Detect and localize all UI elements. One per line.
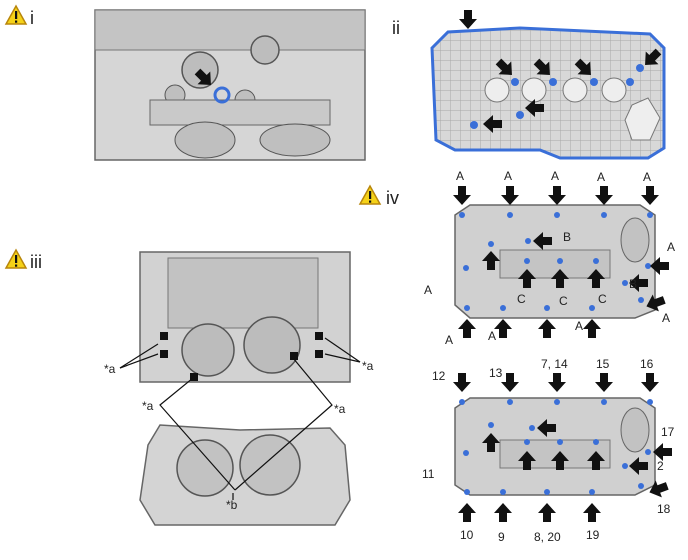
callout-7-14: 7, 14: [541, 357, 568, 371]
highlighted-bolt: [213, 86, 231, 104]
callout-upper-a: A: [488, 329, 496, 343]
timing-cover-illustration: [119, 251, 361, 526]
callout-upper-a: A: [551, 169, 559, 183]
engine-front-illustration: [94, 9, 366, 161]
arrow-icon: [459, 10, 477, 29]
cylinder-head-cover-illustration: [430, 10, 666, 160]
callout-upper-a: A: [597, 170, 605, 184]
callout-upper-a: A: [424, 283, 432, 297]
panel-label-iv: iv: [386, 188, 399, 208]
callout-upper-a: A: [575, 319, 583, 333]
callout-upper-b: B: [629, 277, 637, 291]
callouts-upper: A A A A A A A A A A A B B C C C: [424, 169, 675, 347]
panel-label-i: i: [30, 8, 34, 28]
callout-upper-a: A: [662, 311, 670, 325]
callout-upper-c: C: [559, 294, 568, 308]
callout-upper-c: C: [598, 292, 607, 306]
warning-icon: [5, 249, 27, 269]
panel-label-ii: ii: [392, 18, 400, 38]
callouts-lower: 12 13 7, 14 15 16 17 2 11 18 10 9 8, 20 …: [422, 357, 675, 544]
callout-2: 2: [657, 459, 664, 473]
callout-10: 10: [460, 528, 474, 542]
callout-15: 15: [596, 357, 610, 371]
callout-a-lower-left: *a: [142, 399, 154, 413]
callout-upper-a: A: [445, 333, 453, 347]
callout-19: 19: [586, 528, 600, 542]
callout-9: 9: [498, 530, 505, 544]
callout-12: 12: [432, 369, 446, 383]
cylinder-head-lower: [454, 397, 656, 496]
callouts-iii: *a *a *a *a *b: [104, 359, 374, 512]
warning-icon: [5, 5, 27, 25]
cylinder-head-upper: [454, 204, 656, 319]
callout-upper-a: A: [504, 169, 512, 183]
warning-icon: [359, 185, 381, 205]
panel-label-iii: iii: [30, 252, 42, 272]
callout-a-left: *a: [104, 362, 116, 376]
callout-17: 17: [661, 425, 675, 439]
callout-13: 13: [489, 366, 503, 380]
callout-a-lower-right: *a: [334, 402, 346, 416]
callout-11: 11: [422, 467, 435, 481]
callout-upper-a: A: [667, 240, 675, 254]
callout-a-right: *a: [362, 359, 374, 373]
callout-upper-c: C: [517, 292, 526, 306]
callout-upper-a: A: [456, 169, 464, 183]
callout-8-20: 8, 20: [534, 530, 561, 544]
callout-b: *b: [226, 498, 238, 512]
callout-upper-a: A: [643, 170, 651, 184]
callout-upper-b: B: [563, 230, 571, 244]
callout-18: 18: [657, 502, 671, 516]
callout-16: 16: [640, 357, 654, 371]
